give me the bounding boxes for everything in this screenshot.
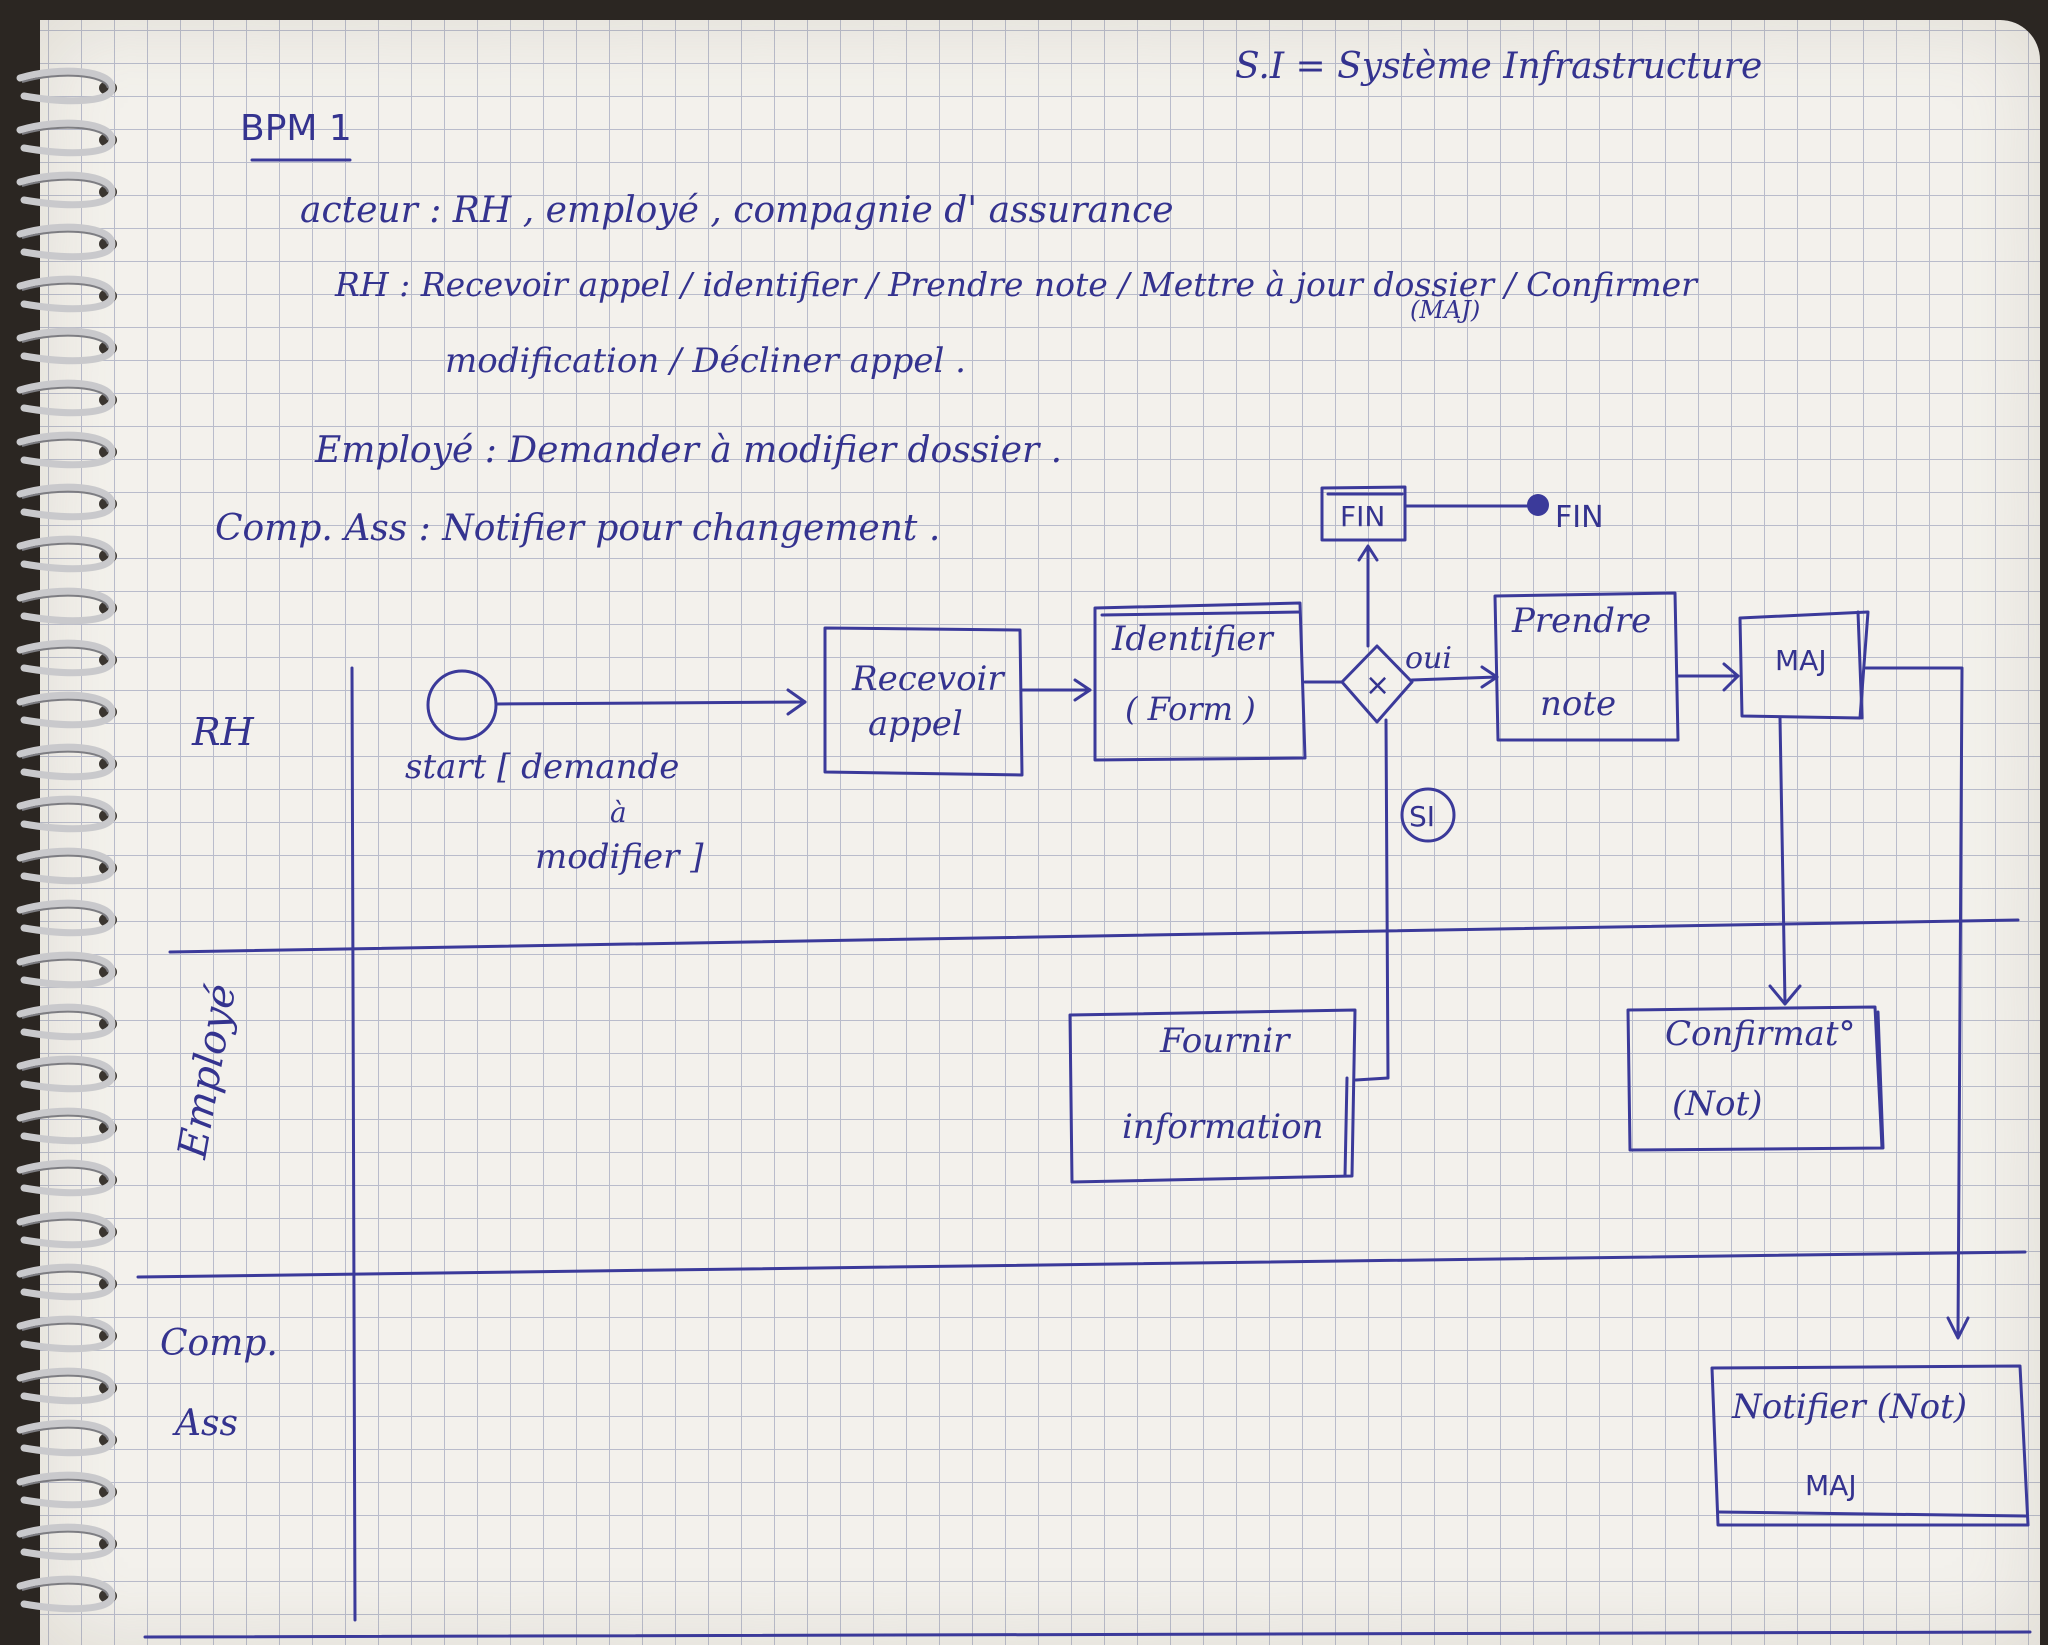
end-event-dot <box>1527 494 1549 516</box>
spiral-ring <box>16 1523 117 1561</box>
spiral-ring <box>16 1263 117 1301</box>
spiral-ring <box>16 1419 117 1457</box>
spiral-ring <box>16 899 117 937</box>
spiral-ring <box>16 1471 117 1509</box>
spiral-ring <box>16 587 117 625</box>
spiral-binding <box>16 67 117 1613</box>
task-recevoir-appel <box>823 626 1024 777</box>
spiral-ring <box>16 379 117 417</box>
task-identifier <box>1093 601 1307 762</box>
si-badge <box>1400 787 1456 843</box>
grid-paper-page <box>40 20 2040 1645</box>
flow-gateway-to-prendre <box>1410 675 1499 682</box>
spiral-ring <box>16 327 117 365</box>
flow-maj-to-notifier <box>1864 666 1964 1337</box>
pool-bottom-line <box>143 1630 2032 1639</box>
spiral-ring <box>16 223 117 261</box>
si-legend: S.I = Système Infrastructure <box>1235 46 1762 87</box>
spiral-ring <box>16 691 117 729</box>
spiral-ring <box>16 431 117 469</box>
rh-tasks-line1: RH : Recevoir appel / identifier / Prend… <box>334 265 1699 304</box>
arrowhead-maj <box>1722 662 1740 692</box>
flow-maj-to-confirmat <box>1778 716 1787 1005</box>
task-fournir-text2: information <box>1122 1107 1324 1147</box>
task-prendre-text1: Prendre <box>1511 601 1651 641</box>
spiral-ring <box>16 535 117 573</box>
start-label-3: modifier ] <box>535 837 704 877</box>
task-identifier-text1: Identifier <box>1111 619 1275 659</box>
task-recevoir-text1: Recevoir <box>851 659 1005 699</box>
arrowhead-notifier <box>1946 1316 1970 1340</box>
task-fournir-text1: Fournir <box>1159 1021 1291 1061</box>
spiral-ring <box>16 119 117 157</box>
lane-label-ass: Ass <box>172 1403 238 1444</box>
spiral-ring <box>16 1315 117 1353</box>
comp-ass-tasks-line: Comp. Ass : Notifier pour changement . <box>215 508 940 549</box>
task-notifier-text2: MAJ <box>1805 1469 1857 1502</box>
gateway-x-icon: × <box>1365 668 1390 703</box>
spiral-ring <box>16 847 117 885</box>
task-identifier-text2: ( Form ) <box>1125 690 1256 728</box>
spiral-ring <box>16 1159 117 1197</box>
spiral-ring <box>16 795 117 833</box>
exclusive-gateway <box>1340 644 1414 724</box>
task-identifier-double-top <box>1100 610 1302 617</box>
employe-tasks-line: Employé : Demander à modifier dossier . <box>314 430 1062 471</box>
spiral-ring <box>16 639 117 677</box>
spiral-ring <box>16 1107 117 1145</box>
flow-start-to-recevoir <box>495 700 807 706</box>
page-title: BPM 1 <box>240 108 352 149</box>
lane-label-comp: Comp. <box>160 1323 278 1364</box>
si-badge-text: SI <box>1409 800 1435 833</box>
task-confirmation-text2: (Not) <box>1672 1084 1762 1124</box>
gateway-yes-label: oui <box>1405 641 1452 676</box>
task-maj-text: MAJ <box>1775 644 1827 677</box>
start-label-1: start [ demande <box>405 747 679 787</box>
task-notifier-double <box>1716 1510 2028 1518</box>
task-notifier-text1: Notifier (Not) <box>1731 1387 1967 1427</box>
spiral-ring <box>16 1367 117 1405</box>
task-fournir-information <box>1068 1008 1357 1184</box>
spiral-ring <box>16 483 117 521</box>
lane-divider-employe-comp <box>136 1250 2027 1279</box>
arrowhead-fin <box>1357 544 1379 562</box>
task-prendre-text2: note <box>1540 684 1616 724</box>
spiral-ring <box>16 275 117 313</box>
rh-tasks-line2: modification / Décliner appel . <box>445 341 966 381</box>
fin-box <box>1320 485 1407 542</box>
maj-abbrev-note: (MAJ) <box>1410 296 1480 324</box>
task-confirmation-text1: Confirmat° <box>1665 1014 1856 1054</box>
spiral-ring <box>16 743 117 781</box>
task-fournir-double <box>1343 1076 1349 1178</box>
lane-label-employe: Employé <box>169 981 245 1163</box>
fin-box-text: FIN <box>1340 500 1385 533</box>
task-notifier <box>1710 1364 2030 1527</box>
spiral-ring <box>16 1211 117 1249</box>
task-recevoir-text2: appel <box>868 704 963 744</box>
arrowhead-identifier <box>1073 678 1092 702</box>
task-maj-double <box>1856 610 1864 720</box>
spiral-ring <box>16 951 117 989</box>
spiral-ring <box>16 1055 117 1093</box>
lane-label-rh: RH <box>191 710 255 754</box>
arrowhead-recevoir <box>786 688 807 716</box>
task-prendre-note <box>1493 591 1680 742</box>
lane-divider-rh-employe <box>168 918 2020 954</box>
task-maj <box>1738 610 1870 720</box>
spiral-ring <box>16 67 117 105</box>
spiral-ring <box>16 1003 117 1041</box>
spiral-ring <box>16 1575 117 1613</box>
flow-gateway-to-fournir <box>1354 718 1390 1082</box>
actors-line: acteur : RH , employé , compagnie d' ass… <box>300 190 1174 231</box>
task-confirmation-double <box>1876 1010 1885 1150</box>
arrowhead-confirmat <box>1768 984 1802 1006</box>
spiral-ring <box>16 171 117 209</box>
start-label-2: à <box>610 796 627 829</box>
start-event <box>426 669 498 741</box>
lane-header-divider <box>350 666 357 1622</box>
end-event-label: FIN <box>1555 500 1604 535</box>
